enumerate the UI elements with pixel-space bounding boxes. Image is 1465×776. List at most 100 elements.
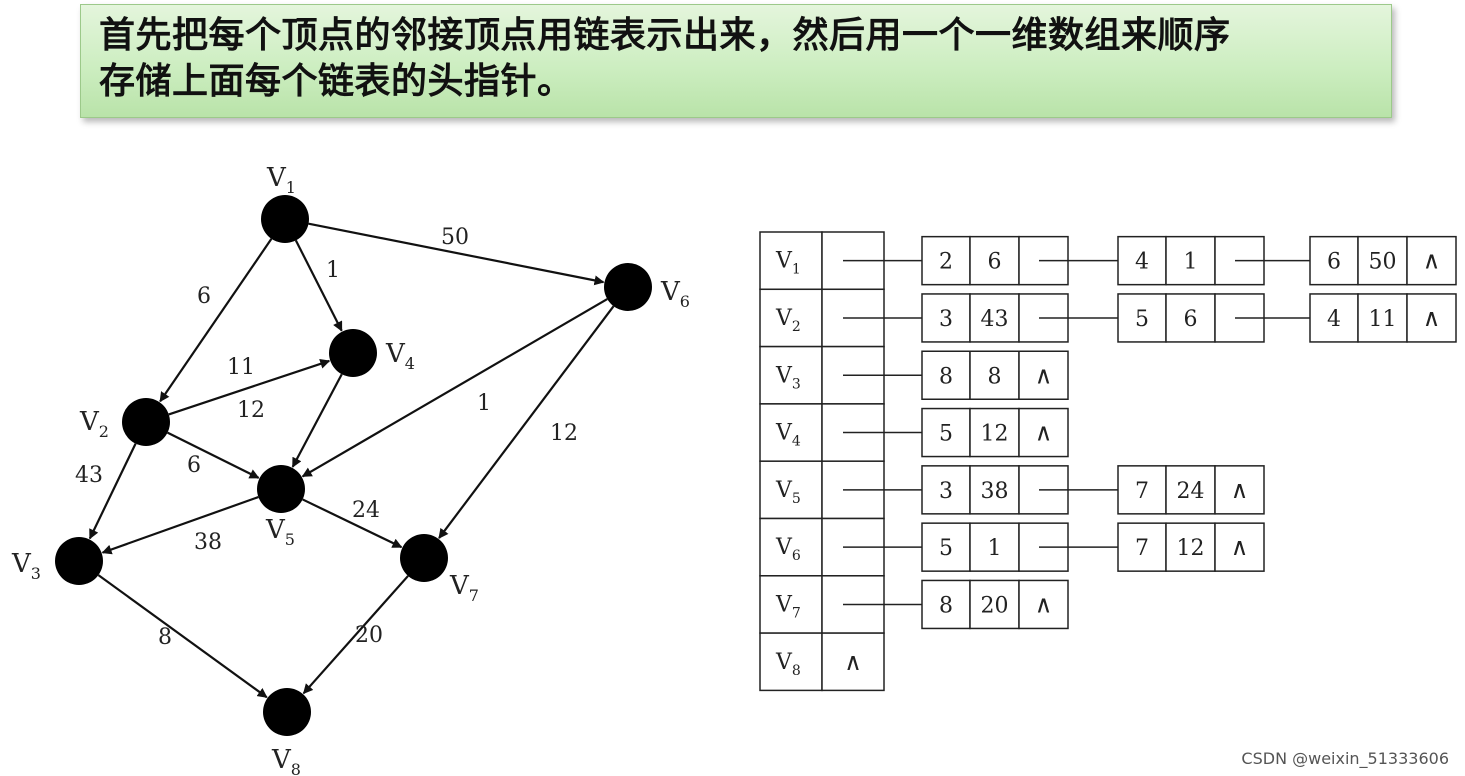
row-vertex-label: V1 [775, 249, 801, 278]
weight-cell [1165, 522, 1216, 572]
edge-v7-v8 [302, 575, 409, 695]
next-cell [1214, 522, 1265, 572]
vertex-label-v3: V3 [11, 549, 41, 583]
row-vertex-label: V2 [775, 306, 801, 335]
vertex-cell [759, 632, 823, 692]
null-pointer-symbol: ∧ [1231, 476, 1249, 504]
edge-weight-label: 50 [441, 225, 469, 250]
edge-v1-v4 [294, 239, 343, 332]
weight-cell [1165, 465, 1216, 515]
adjvex-value: 7 [1135, 479, 1149, 504]
edge-v5-v3 [101, 496, 259, 555]
vertex-cell [759, 403, 823, 462]
vertex-v1 [261, 195, 309, 243]
null-pointer-symbol: ∧ [1423, 304, 1441, 332]
vertex-v3 [55, 537, 103, 585]
edge-v2-v5 [167, 431, 260, 479]
adjvex-value: 6 [1327, 250, 1341, 275]
adjvex-cell [1117, 293, 1167, 343]
adjvex-cell [1309, 235, 1359, 286]
vertex-label-v5: V5 [265, 515, 295, 549]
edge-weight-label: 1 [326, 258, 340, 283]
edge-weight-label: 12 [237, 398, 265, 423]
weight-value: 43 [981, 307, 1009, 332]
adjvex-value: 8 [939, 364, 953, 389]
edge-weight-label: 11 [227, 355, 255, 380]
row-vertex-label: V4 [775, 421, 801, 450]
edge-v5-v7 [302, 498, 403, 549]
vertex-label-v4: V4 [385, 339, 415, 373]
null-pointer-symbol: ∧ [1035, 361, 1053, 389]
vertex-cell [759, 231, 823, 291]
vertex-v2 [122, 398, 170, 446]
weight-value: 6 [1184, 307, 1198, 332]
row-vertex-label: V5 [775, 478, 801, 507]
adjvex-value: 3 [939, 479, 953, 504]
adjvex-cell [921, 350, 971, 400]
edge-weight-label: 24 [352, 498, 380, 523]
adjvex-value: 5 [1135, 307, 1149, 332]
weight-value: 12 [1177, 536, 1205, 561]
vertex-label-v8: V8 [271, 745, 301, 776]
edge-v3-v8 [97, 574, 268, 699]
adjvex-cell [921, 293, 971, 343]
vertex-label-v2: V2 [79, 407, 109, 441]
weight-value: 11 [1369, 307, 1397, 332]
watermark: CSDN @weixin_51333606 [1241, 749, 1449, 768]
next-cell [1406, 293, 1457, 343]
edge-v2-v3 [88, 443, 137, 540]
weight-value: 6 [988, 250, 1002, 275]
adjvex-value: 5 [939, 422, 953, 447]
null-pointer-symbol: ∧ [1035, 419, 1053, 447]
adjvex-value: 4 [1135, 250, 1149, 275]
weight-cell [969, 293, 1020, 343]
row-vertex-label: V6 [775, 535, 801, 564]
adjvex-cell [921, 235, 971, 286]
vertex-label-v6: V6 [660, 277, 690, 311]
next-cell [1406, 235, 1457, 286]
vertex-v4 [329, 329, 377, 377]
head-pointer-cell [821, 632, 885, 692]
adjvex-cell [1117, 465, 1167, 515]
edge-v6-v5 [301, 298, 608, 478]
weight-value: 38 [981, 479, 1009, 504]
edge-weight-label: 6 [197, 284, 211, 309]
edge-weight-label: 20 [355, 623, 383, 648]
vertex-label-v7: V7 [449, 571, 479, 605]
weight-value: 1 [1184, 250, 1198, 275]
banner-text: 首先把每个顶点的邻接顶点用链表示出来，然后用一个一维数组来顺序 存储上面每个链表… [99, 15, 1231, 102]
vertex-label-v1: V1 [266, 163, 296, 197]
null-pointer-symbol: ∧ [1035, 590, 1053, 618]
weight-value: 20 [981, 593, 1009, 618]
title-banner: 首先把每个顶点的邻接顶点用链表示出来，然后用一个一维数组来顺序 存储上面每个链表… [80, 4, 1392, 118]
weight-cell [1357, 235, 1408, 286]
adjacency-row-v8: V8∧ [759, 632, 885, 692]
null-pointer-symbol: ∧ [844, 648, 862, 676]
row-vertex-label: V7 [775, 592, 801, 621]
edge-weight-label: 43 [75, 463, 103, 488]
vertex-v8 [263, 688, 311, 736]
edge-weight-label: 6 [187, 453, 201, 478]
adjvex-cell [921, 465, 971, 515]
adjvex-value: 5 [939, 536, 953, 561]
edge-v4-v5 [291, 373, 343, 468]
null-pointer-symbol: ∧ [1231, 533, 1249, 561]
